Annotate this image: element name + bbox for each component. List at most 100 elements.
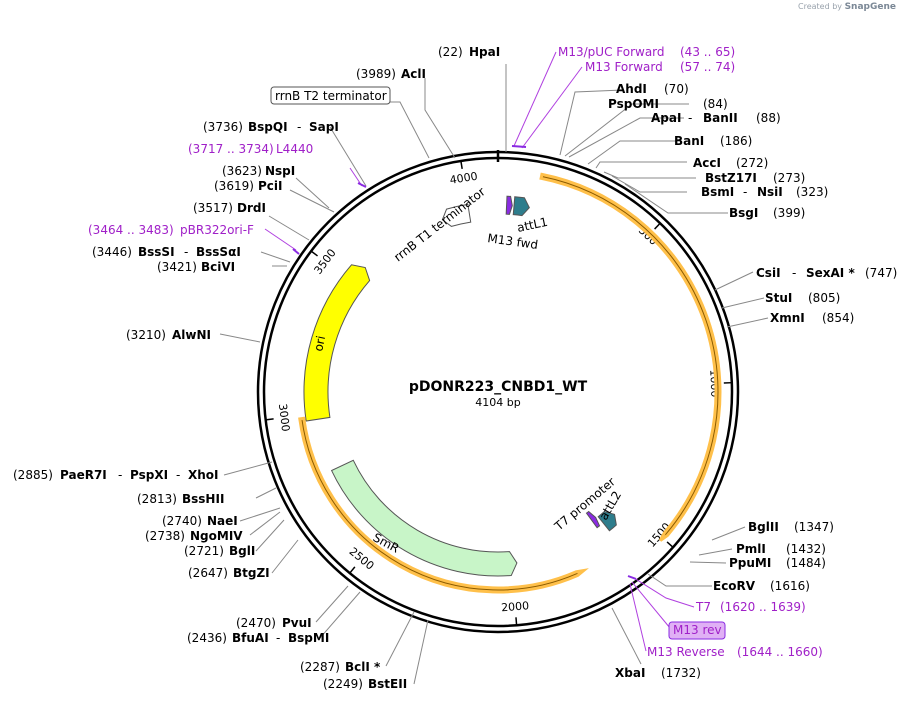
- feature-arc[interactable]: [597, 510, 617, 532]
- site-bgli: BglI: [229, 544, 255, 558]
- credit-prefix: Created by: [798, 2, 843, 11]
- feature-arc[interactable]: [512, 196, 530, 217]
- feature-arc[interactable]: [505, 195, 513, 215]
- site-sexai-pos: (747): [865, 266, 897, 280]
- site-naei: NaeI: [207, 514, 238, 528]
- feature-arc[interactable]: [585, 510, 601, 529]
- primer-m13-fwd: M13 Forward: [585, 60, 663, 74]
- bp-tick-label: 2000: [501, 599, 530, 614]
- site-bsssai: BssSαI: [196, 245, 241, 259]
- site-nsii: NsiI: [757, 185, 783, 199]
- site-drdi: DrdI: [237, 201, 266, 215]
- site-bglii-pos: (1347): [794, 520, 834, 534]
- site-bani-pos: (186): [720, 134, 752, 148]
- site-pspxi-dash: -: [118, 468, 122, 482]
- primer-t7: T7: [695, 600, 711, 614]
- snapgene-credit: Created by SnapGene: [798, 2, 896, 12]
- feature-arc[interactable]: [441, 203, 472, 227]
- site-banii-pos: (88): [756, 111, 781, 125]
- feature-label-ori: ori: [311, 334, 328, 352]
- site-bspqi: BspQI: [248, 120, 288, 134]
- site-ngomiv-pos: (2738): [145, 529, 185, 543]
- site-ngomiv: NgoMIV: [190, 529, 243, 543]
- site-pmli-pos: (1432): [786, 542, 826, 556]
- site-pspomi-pos: (84): [703, 97, 728, 111]
- site-sapi-dash: -: [297, 120, 301, 134]
- site-bspqi-pos: (3736): [203, 120, 243, 134]
- bp-tick-mark: [265, 418, 274, 421]
- site-bcli-pos: (2287): [300, 660, 340, 674]
- primer-ticks: [292, 145, 637, 580]
- site-bgli-pos: (2721): [184, 544, 224, 558]
- site-acli-pos: (3989): [356, 67, 396, 81]
- site-btgzi-pos: (2647): [188, 566, 228, 580]
- site-ecorv: EcoRV: [713, 579, 756, 593]
- bp-tick-label: 3500: [312, 247, 339, 277]
- primer-l4440-pos: (3717 .. 3734): [188, 142, 274, 156]
- bp-tick-label: 4000: [449, 170, 479, 187]
- site-bsmi: BsmI: [701, 185, 734, 199]
- primer-m13puc-fwd: M13/pUC Forward: [558, 45, 665, 59]
- site-sapi: SapI: [309, 120, 339, 134]
- site-xmni-pos: (854): [822, 311, 854, 325]
- site-bcivi-pos: (3421): [157, 260, 197, 274]
- site-pspxi: PspXI: [130, 468, 168, 482]
- m13-rev-box: [668, 621, 726, 640]
- feature-arc[interactable]: [298, 416, 589, 594]
- rrnb-t2-box: [270, 86, 391, 105]
- site-bsssi: BssSI: [138, 245, 175, 259]
- site-xhoi: XhoI: [188, 468, 219, 482]
- feature-arcs: [298, 172, 722, 594]
- site-pcii: PciI: [258, 179, 283, 193]
- site-ppumi-pos: (1484): [786, 556, 826, 570]
- bp-tick-mark: [654, 222, 661, 230]
- site-csii-dash: -: [792, 266, 796, 280]
- feature-arc[interactable]: [539, 172, 722, 542]
- site-pvui: PvuI: [282, 616, 312, 630]
- primer-m13rev-box: M13 rev: [673, 623, 722, 637]
- primer-leader-lines: [264, 51, 695, 652]
- site-paer7i-pos: (2885): [13, 468, 53, 482]
- site-ecorv-pos: (1616): [770, 579, 810, 593]
- bp-tick-mark: [460, 160, 463, 169]
- site-nspi-pos: (3623): [222, 164, 262, 178]
- site-bsgi-pos: (399): [773, 206, 805, 220]
- site-banii: BanII: [703, 111, 738, 125]
- bp-tick-mark: [666, 541, 674, 548]
- site-hpai: HpaI: [469, 45, 500, 59]
- site-bfuai-pos: (2436): [187, 631, 227, 645]
- plasmid-name: pDONR223_CNBD1_WT: [409, 379, 588, 395]
- site-apai-dash: -: [688, 111, 692, 125]
- site-paer7i: PaeR7I: [60, 468, 107, 482]
- site-apai: ApaI: [651, 111, 681, 125]
- site-bsgi: BsgI: [729, 206, 758, 220]
- primer-m13puc-fwd-pos: (43 .. 65): [680, 45, 735, 59]
- site-ahdi: AhdI: [616, 82, 647, 96]
- site-xmni: XmnI: [770, 311, 805, 325]
- site-xhoi-dash: -: [176, 468, 180, 482]
- credit-brand: SnapGene: [844, 2, 896, 12]
- site-acci: AccI: [693, 156, 721, 170]
- site-bfuai: BfuAI: [232, 631, 269, 645]
- site-stui: StuI: [765, 291, 792, 305]
- site-bsteii-pos: (2249): [323, 677, 363, 691]
- feature-arc[interactable]: [330, 459, 518, 577]
- site-bsshii-pos: (2813): [137, 492, 177, 506]
- site-pmli: PmlI: [736, 542, 766, 556]
- site-bspmi-dash: -: [276, 631, 280, 645]
- site-bsteii: BstEII: [368, 677, 407, 691]
- feature-label-m13-fwd: M13 fwd: [487, 231, 539, 252]
- site-bsssi-pos: (3446): [92, 245, 132, 259]
- site-nspi: NspI: [265, 164, 295, 178]
- site-xbai: XbaI: [615, 666, 645, 680]
- feature-rrnb-t2-box: rrnB T2 terminator: [275, 89, 387, 103]
- site-alwni-pos: (3210): [126, 328, 166, 342]
- plasmid-length: 4104 bp: [475, 396, 520, 409]
- feature-arc[interactable]: [303, 264, 371, 422]
- site-btgzi: BtgZI: [233, 566, 270, 580]
- site-sexai: SexAI *: [806, 266, 855, 280]
- site-pvui-pos: (2470): [236, 616, 276, 630]
- primer-m13-fwd-pos: (57 .. 74): [680, 60, 735, 74]
